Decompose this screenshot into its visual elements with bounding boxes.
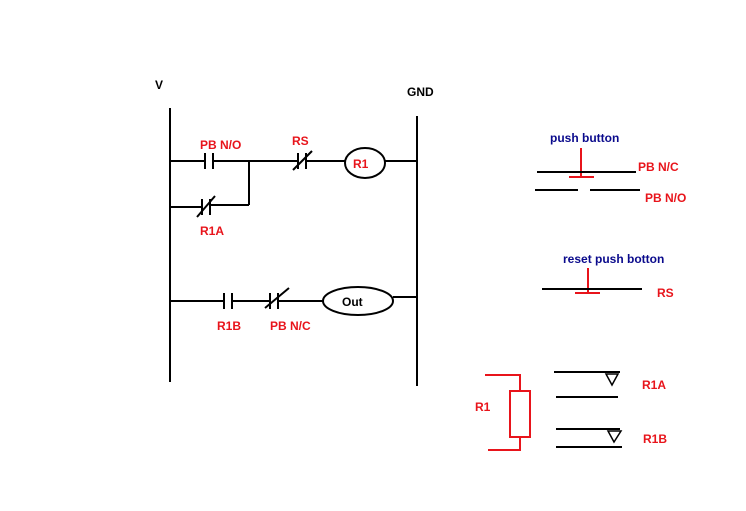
ground-rail-label: GND [407,85,434,99]
legend-push-button: push button PB N/C PB N/O [535,131,686,205]
legend-rs-label: RS [657,286,674,300]
r1-coil-label: R1 [353,157,369,171]
pb-nc-contact [264,287,290,309]
r1b-label: R1B [217,319,241,333]
relay-coil-symbol [509,390,531,438]
r1-coil [344,147,386,179]
pb-no-contact [204,153,214,169]
out-coil [322,286,394,316]
supply-rail-label: V [155,78,163,92]
r1a-seal-in-contact [196,195,216,218]
reset-button-title: reset push botton [563,252,664,266]
legend-reset-button: reset push botton RS [542,252,674,300]
legend-r1-label: R1 [475,400,491,414]
legend-relay: R1 R1A R1B [475,371,667,451]
rs-label: RS [292,134,309,148]
r1a-label: R1A [200,224,224,238]
legend-pb-no-label: PB N/O [645,191,686,205]
out-coil-label: Out [342,295,363,309]
pb-nc-label: PB N/C [270,319,311,333]
push-button-title: push button [550,131,619,145]
rung-2: R1B PB N/C Out [170,286,417,333]
legend-r1b-label: R1B [643,432,667,446]
pb-no-label: PB N/O [200,138,241,152]
rung-1: PB N/O RS R1 R1A [170,134,417,238]
r1b-no-contact [223,293,233,309]
legend-r1a-label: R1A [642,378,666,392]
legend-pb-nc-label: PB N/C [638,160,679,174]
